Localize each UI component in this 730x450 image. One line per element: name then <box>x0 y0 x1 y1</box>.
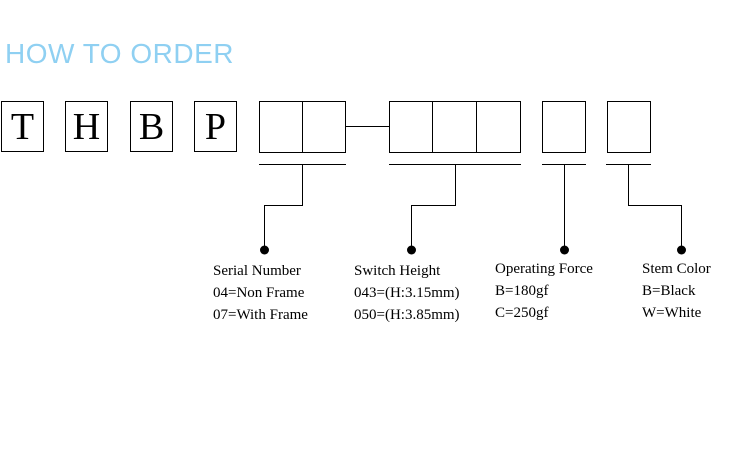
operating-force-dot <box>560 245 569 255</box>
prefix-letter-b: B <box>130 101 173 152</box>
switch-height-label: Switch Height <box>354 263 441 279</box>
switch-height-leader <box>411 164 456 249</box>
switch-height-option: 043=(H:3.15mm) <box>354 285 460 301</box>
serial-number-slot-2 <box>302 101 346 153</box>
serial-number-option: 04=Non Frame <box>213 285 305 301</box>
stem-color-slot <box>607 101 651 153</box>
stem-color-label: Stem Color <box>642 261 711 277</box>
stem-color-dot <box>677 245 686 255</box>
serial-number-dot <box>260 245 269 255</box>
stem-color-option: W=White <box>642 305 702 321</box>
switch-height-dot <box>407 245 416 255</box>
operating-force-legend: Operating Force B=180gf C=250gf <box>495 258 593 324</box>
prefix-letter-t: T <box>1 101 44 152</box>
operating-force-label: Operating Force <box>495 261 593 277</box>
switch-height-option: 050=(H:3.85mm) <box>354 307 460 323</box>
serial-number-option: 07=With Frame <box>213 307 308 323</box>
stem-color-legend: Stem Color B=Black W=White <box>642 258 711 324</box>
serial-number-label: Serial Number <box>213 263 301 279</box>
prefix-letter-p: P <box>194 101 237 152</box>
switch-height-slot-3 <box>476 101 521 153</box>
serial-number-legend: Serial Number 04=Non Frame 07=With Frame <box>213 260 308 326</box>
stem-color-option: B=Black <box>642 283 696 299</box>
serial-number-leader <box>264 164 303 249</box>
switch-height-slot-1 <box>389 101 433 153</box>
prefix-letter-h: H <box>65 101 108 152</box>
stem-color-leader <box>628 164 682 249</box>
serial-number-slot-1 <box>259 101 303 153</box>
operating-force-option: C=250gf <box>495 305 549 321</box>
switch-height-slot-2 <box>432 101 477 153</box>
switch-height-legend: Switch Height 043=(H:3.15mm) 050=(H:3.85… <box>354 260 460 326</box>
operating-force-option: B=180gf <box>495 283 549 299</box>
page-title: HOW TO ORDER <box>5 38 234 69</box>
operating-force-slot <box>542 101 586 153</box>
